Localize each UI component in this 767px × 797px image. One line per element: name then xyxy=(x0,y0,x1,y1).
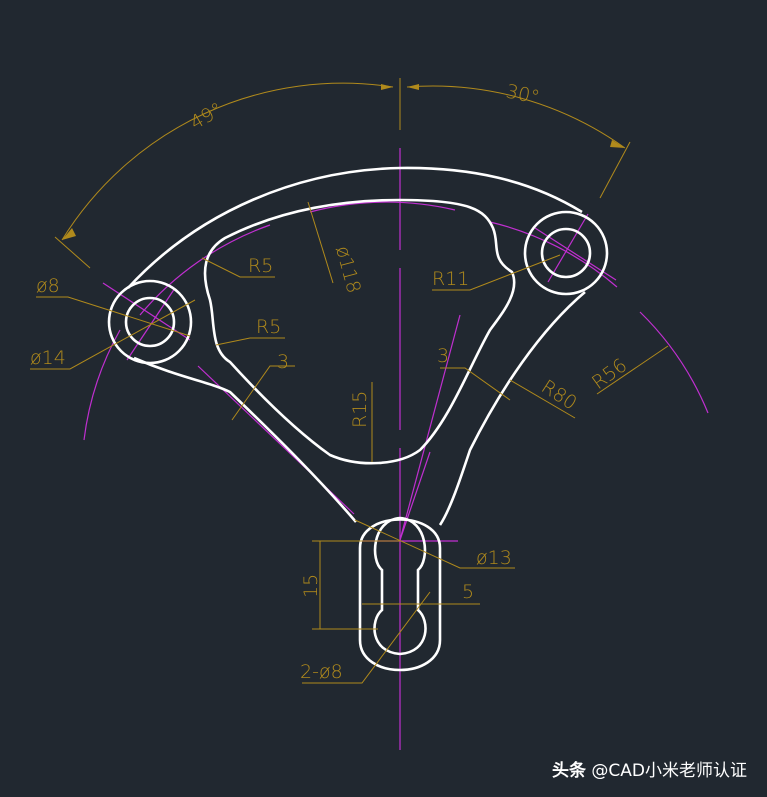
watermark-text: @CAD小米老师认证 xyxy=(591,761,747,781)
dia-13-label: ø13 xyxy=(476,547,512,569)
centerlines xyxy=(83,148,709,750)
r15-label: R15 xyxy=(349,391,371,428)
r5-bottom-label: R5 xyxy=(256,316,281,338)
dia-14-label: ø14 xyxy=(30,347,66,369)
five-label: 5 xyxy=(462,581,474,603)
two-dia-8-label: 2-ø8 xyxy=(300,661,343,683)
watermark: 头条 @CAD小米老师认证 xyxy=(552,756,747,781)
r56-label: R56 xyxy=(588,354,631,394)
dimension-texts: 49° 30° ø8 ø14 R5 R5 ø118 R11 R56 R80 3 … xyxy=(30,80,631,683)
r5-top-label: R5 xyxy=(248,255,273,277)
part-outline xyxy=(107,166,609,672)
angle-30-label: 30° xyxy=(504,80,542,109)
angle-49-label: 49° xyxy=(187,98,227,134)
r11-label: R11 xyxy=(432,268,469,290)
three-left-label: 3 xyxy=(277,351,289,373)
three-right-label: 3 xyxy=(437,345,449,367)
dia-8-label: ø8 xyxy=(36,275,60,297)
dia-118-label: ø118 xyxy=(331,244,365,296)
dimension-lines xyxy=(30,78,669,684)
fifteen-label: 15 xyxy=(300,574,322,598)
watermark-brand: 头条 xyxy=(552,761,586,781)
